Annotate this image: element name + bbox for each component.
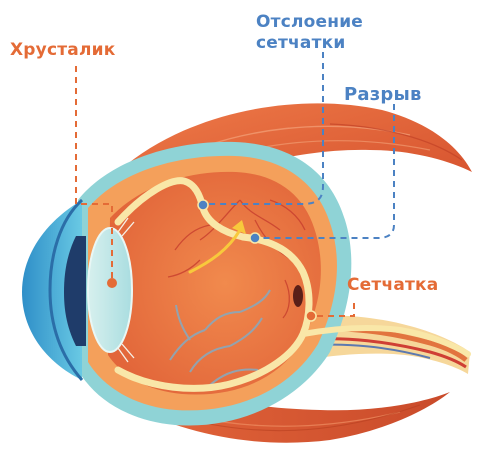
- detachment-pointer-dot: [198, 200, 208, 210]
- label-detachment-line1: Отслоение: [256, 12, 363, 33]
- label-detachment-line2: сетчатки: [256, 33, 363, 54]
- lens: [88, 228, 132, 352]
- label-lens: Хрусталик: [10, 42, 115, 59]
- label-retinal-detachment: Отслоение сетчатки: [256, 12, 363, 55]
- label-retina: Сетчатка: [347, 277, 438, 294]
- tear-pointer-dot: [250, 233, 260, 243]
- optic-disc: [293, 285, 303, 307]
- label-tear: Разрыв: [344, 86, 422, 104]
- retina-pointer-dot: [306, 311, 316, 321]
- lens-pointer-dot: [107, 278, 117, 288]
